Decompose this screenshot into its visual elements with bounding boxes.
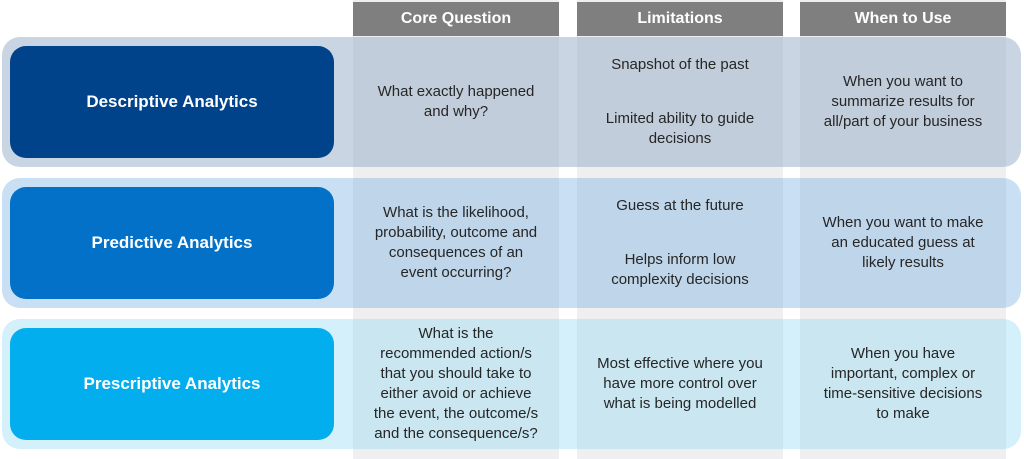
- text-line: Limited ability to guide: [605, 110, 755, 127]
- cell-prescriptive-limitations: Most effective where you have more contr…: [577, 319, 783, 449]
- text-line: consequences of an: [388, 244, 524, 261]
- cell-prescriptive-core-question: What is the recommended action/s that yo…: [353, 319, 559, 449]
- text-line: likely results: [862, 254, 944, 271]
- text-line: the event, the outcome/s: [373, 405, 539, 422]
- text-line: What exactly happened: [377, 83, 535, 100]
- cell-descriptive-core-question: What exactly happened and why?: [353, 37, 559, 167]
- text-line: Guess at the future: [616, 197, 744, 214]
- text-line: What is the likelihood,: [383, 204, 529, 221]
- text-line: event occurring?: [400, 264, 512, 281]
- header-core-question: Core Question: [353, 2, 559, 36]
- text-line: time-sensitive decisions: [823, 385, 983, 402]
- text-line: summarize results for: [831, 93, 975, 110]
- cell-predictive-core-question: What is the likelihood, probability, out…: [353, 178, 559, 308]
- cell-predictive-when-to-use: When you want to make an educated guess …: [800, 178, 1006, 308]
- text-line: decisions: [648, 130, 712, 147]
- cell-predictive-limitations: Guess at the future Helps inform low com…: [577, 178, 783, 308]
- cell-descriptive-limitations: Snapshot of the past Limited ability to …: [577, 37, 783, 167]
- text-line: that you should take to: [380, 365, 532, 382]
- row-label-predictive: Predictive Analytics: [10, 187, 334, 299]
- text-line: When you want to: [842, 73, 964, 90]
- cell-descriptive-when-to-use: When you want to summarize results for a…: [800, 37, 1006, 167]
- text-line: Most effective where you: [597, 355, 763, 372]
- text-line: Snapshot of the past: [611, 56, 749, 73]
- row-label-prescriptive: Prescriptive Analytics: [10, 328, 334, 440]
- text-line: an educated guess at: [831, 234, 975, 251]
- text-line: complexity decisions: [611, 271, 749, 288]
- text-line: and why?: [423, 103, 489, 120]
- text-line: What is the: [418, 325, 494, 342]
- text-line: important, complex or: [830, 365, 976, 382]
- header-limitations: Limitations: [577, 2, 783, 36]
- text-line: to make: [876, 405, 930, 422]
- text-line: When you have: [850, 345, 956, 362]
- text-line: Helps inform low: [624, 251, 736, 268]
- text-line: probability, outcome and: [374, 224, 538, 241]
- header-when-to-use: When to Use: [800, 2, 1006, 36]
- text-line: all/part of your business: [823, 113, 983, 130]
- text-line: and the consequence/s?: [374, 425, 538, 442]
- text-line: what is being modelled: [603, 395, 757, 412]
- text-line: either avoid or achieve: [380, 385, 532, 402]
- cell-prescriptive-when-to-use: When you have important, complex or time…: [800, 319, 1006, 449]
- text-line: have more control over: [603, 375, 757, 392]
- text-line: recommended action/s: [380, 345, 532, 362]
- text-line: When you want to make: [822, 214, 984, 231]
- row-label-descriptive: Descriptive Analytics: [10, 46, 334, 158]
